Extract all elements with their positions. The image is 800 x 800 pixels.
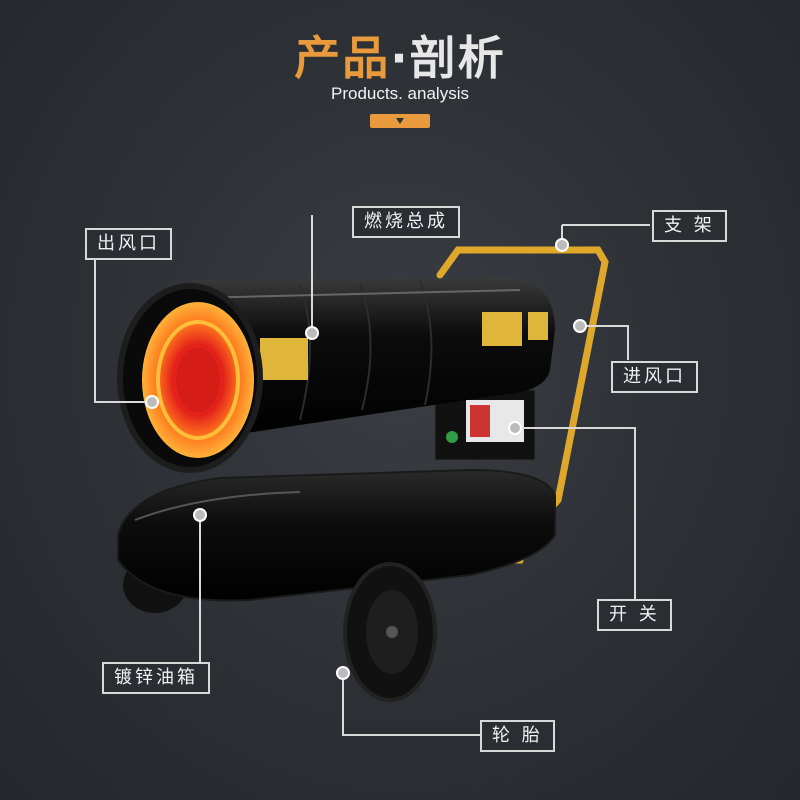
page-subtitle: Products. analysis: [331, 84, 469, 103]
callout-tire: 轮 胎: [480, 720, 555, 752]
title-accent-text: 产品: [294, 31, 391, 85]
down-arrow-icon: [370, 114, 430, 128]
page-title: 产品·剖析: [0, 22, 800, 88]
power-switch-knob: [446, 431, 458, 443]
callout-bracket: 支 架: [652, 210, 727, 242]
callout-lines: [94, 215, 650, 736]
warning-label-front: [260, 338, 308, 380]
callout-air-outlet: 出风口: [85, 228, 172, 260]
warning-label-back: [482, 312, 522, 346]
fuel-tank: [117, 468, 556, 602]
title-rest-text: ·剖析: [390, 31, 506, 85]
callout-burner-assembly: 燃烧总成: [352, 206, 460, 238]
combustion-barrel: [190, 278, 555, 440]
callout-air-inlet: 进风口: [611, 361, 698, 393]
callout-fuel-tank: 镀锌油箱: [102, 662, 210, 694]
callout-dots: [145, 238, 587, 680]
callout-switch: 开 关: [597, 599, 672, 631]
